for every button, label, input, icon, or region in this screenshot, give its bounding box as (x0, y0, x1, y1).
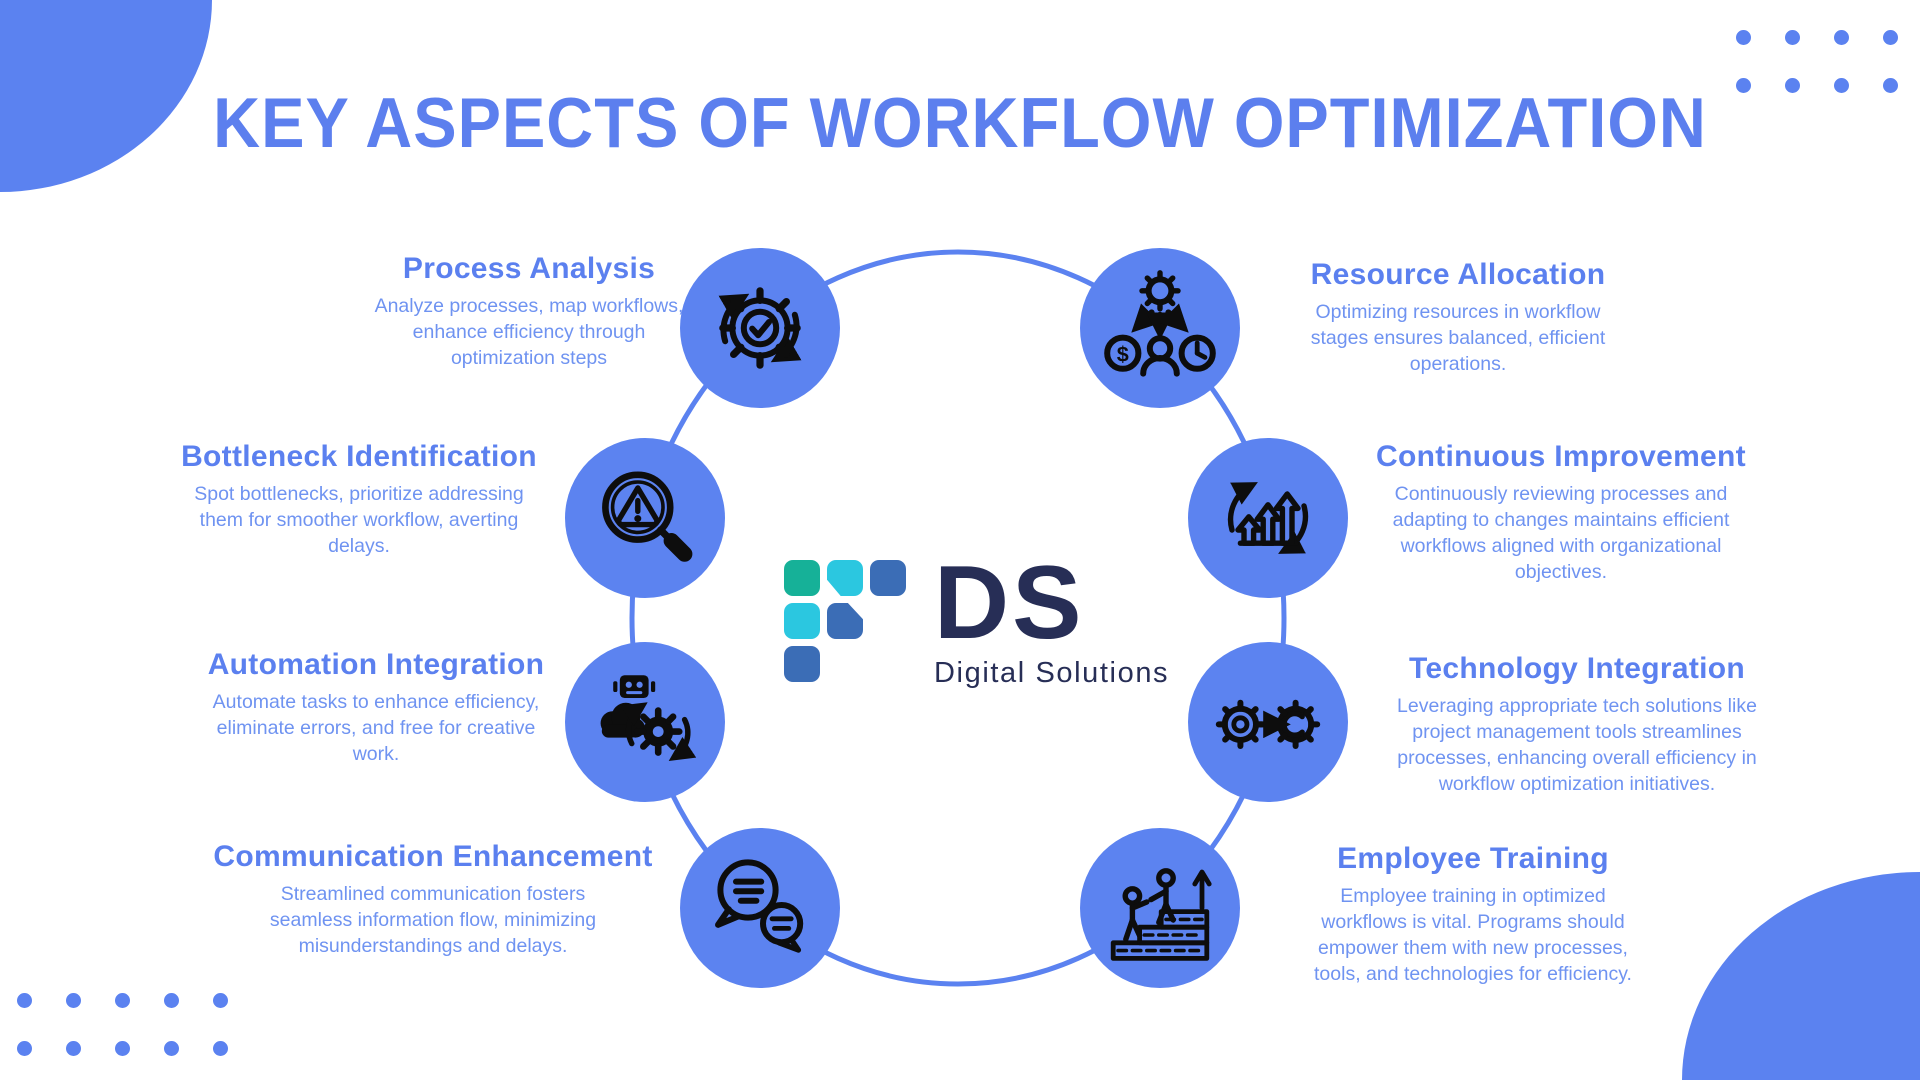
svg-text:$: $ (1117, 342, 1129, 367)
logo-abbr: DS (934, 545, 1085, 661)
dot (213, 1041, 228, 1056)
logo-name: Digital Solutions (934, 656, 1170, 689)
logo-square-empty (827, 646, 863, 682)
section-title: Resource Allocation (1310, 258, 1606, 291)
dot (66, 993, 81, 1008)
dot (1883, 30, 1898, 45)
node-employee-training (1080, 828, 1240, 988)
section-title: Employee Training (1337, 842, 1609, 875)
section-description: Continuously reviewing processes and ada… (1392, 483, 1730, 583)
section-title: Technology Integration (1408, 652, 1746, 685)
section-title: Bottleneck Identification (181, 440, 537, 473)
dot (1736, 78, 1751, 93)
section-employee-training: Employee Training Employee training in o… (1278, 842, 1668, 987)
dot (1736, 30, 1751, 45)
node-technology-integration (1188, 642, 1348, 802)
logo-square (827, 603, 863, 639)
dot-grid-top-right (1736, 30, 1898, 93)
dot (1834, 78, 1849, 93)
node-process-analysis (680, 248, 840, 408)
section-communication-enhancement: Communication Enhancement Streamlined co… (203, 840, 663, 959)
logo-square (784, 646, 820, 682)
logo-squares-icon (784, 560, 906, 682)
logo-square-empty (870, 646, 906, 682)
section-title: Process Analysis (402, 252, 656, 285)
dot (1834, 30, 1849, 45)
training-steps-icon (1110, 868, 1212, 961)
dot-grid-bottom-left (17, 993, 228, 1056)
node-continuous-improvement (1188, 438, 1348, 598)
logo-square (827, 560, 863, 596)
section-title: Communication Enhancement (213, 840, 653, 873)
dot (66, 1041, 81, 1056)
dot (1785, 30, 1800, 45)
node-automation-integration (565, 642, 725, 802)
dot (213, 993, 228, 1008)
section-bottleneck-identification: Bottleneck Identification Spot bottlenec… (149, 440, 569, 559)
dot (17, 993, 32, 1008)
node-resource-allocation: $ (1080, 248, 1240, 408)
robot-automation-icon (600, 675, 697, 761)
section-description: Spot bottlenecks, prioritize addressing … (194, 483, 524, 557)
growth-arrows-cycle-icon (1227, 482, 1309, 554)
magnifier-warning-icon (602, 471, 693, 562)
section-title: Automation Integration (207, 648, 545, 681)
section-continuous-improvement: Continuous Improvement Continuously revi… (1346, 440, 1776, 585)
logo-text: DS Digital Solutions (934, 545, 1170, 690)
dot (115, 1041, 130, 1056)
logo-square (784, 603, 820, 639)
logo-square (870, 560, 906, 596)
gears-arrow-icon (1215, 699, 1321, 749)
page-title: KEY ASPECTS OF WORKFLOW OPTIMIZATION (213, 83, 1707, 162)
section-description: Automate tasks to enhance efficiency, el… (212, 691, 540, 765)
dot (1883, 78, 1898, 93)
gear-allocation-icon: $ (1104, 270, 1216, 377)
section-description: Streamlined communication fosters seamle… (269, 883, 597, 957)
node-bottleneck-identification (565, 438, 725, 598)
section-title: Continuous Improvement (1376, 440, 1746, 473)
section-description: Optimizing resources in workflow stages … (1310, 301, 1606, 375)
section-description: Employee training in optimized workflows… (1314, 885, 1632, 985)
dot (17, 1041, 32, 1056)
section-process-analysis: Process Analysis Analyze processes, map … (334, 252, 724, 371)
logo-square-empty (870, 603, 906, 639)
chat-bubbles-icon (715, 859, 804, 953)
corner-blob-bottom-right (1682, 872, 1920, 1080)
dot (115, 993, 130, 1008)
section-description: Leveraging appropriate tech solutions li… (1397, 695, 1757, 795)
section-automation-integration: Automation Integration Automate tasks to… (176, 648, 576, 767)
gear-checkmark-cycle-icon (718, 287, 802, 369)
logo-square (784, 560, 820, 596)
dot (164, 1041, 179, 1056)
section-description: Analyze processes, map workflows, enhanc… (374, 295, 684, 369)
company-logo: DS Digital Solutions (784, 545, 1170, 690)
dot (164, 993, 179, 1008)
node-communication-enhancement (680, 828, 840, 988)
section-technology-integration: Technology Integration Leveraging approp… (1367, 652, 1787, 797)
section-resource-allocation: Resource Allocation Optimizing resources… (1278, 258, 1638, 377)
dot (1785, 78, 1800, 93)
